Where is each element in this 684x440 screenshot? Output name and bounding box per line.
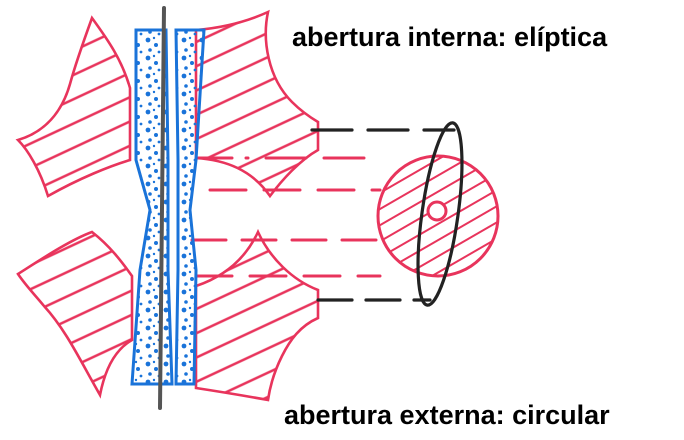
external-opening-label: abertura externa: circular [284, 402, 610, 429]
internal-opening-label: abertura interna: elíptica [292, 24, 607, 51]
blue-tube [132, 30, 172, 384]
tissue-lower-right [196, 232, 318, 400]
lumen-marker [428, 202, 446, 220]
tissue-upper-left [18, 18, 130, 196]
tissue-lower-left [18, 232, 132, 395]
